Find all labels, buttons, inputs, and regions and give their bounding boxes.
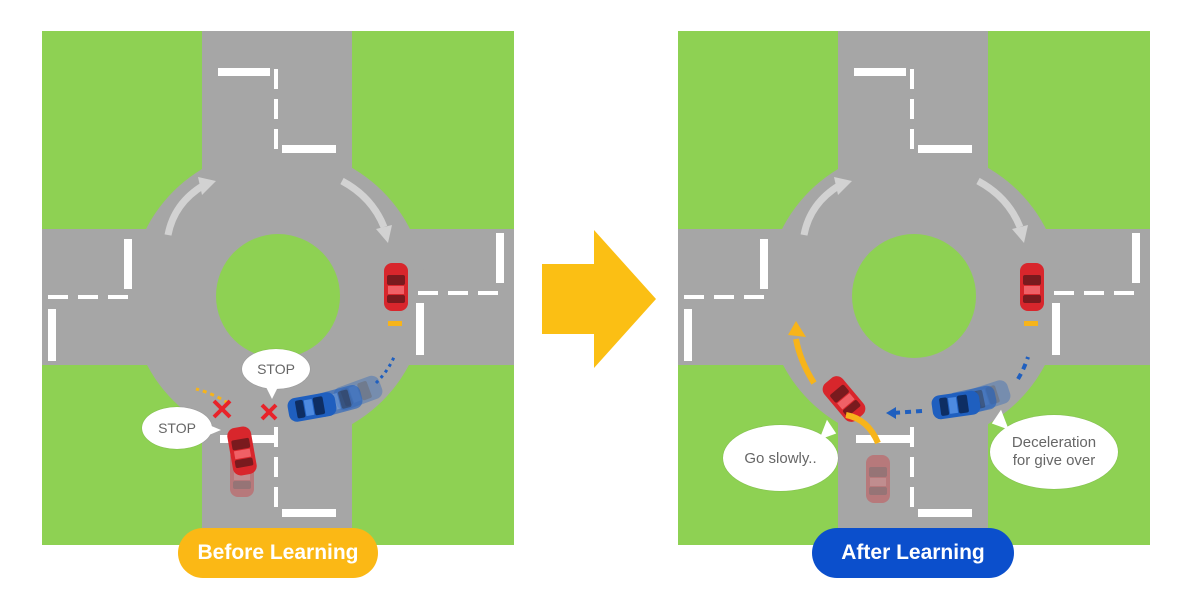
go-slowly-speech-bubble: Go slowly.. (723, 425, 838, 491)
go-slowly-label: Go slowly.. (744, 449, 817, 467)
roundabout-scene-before (42, 31, 514, 545)
right-arrow-icon (542, 230, 656, 368)
curved-arrow-icon (788, 321, 881, 445)
deceleration-speech-bubble: Deceleration for give over (990, 415, 1118, 489)
roundabout-scene-after (678, 31, 1150, 545)
stop-speech-bubble: STOP (242, 349, 310, 399)
deceleration-label-line1: Deceleration (1011, 434, 1097, 451)
red-car-icon (384, 263, 408, 311)
after-learning-caption: After Learning (812, 528, 1014, 578)
cross-mark-icon (260, 403, 278, 421)
caption-label: After Learning (841, 541, 985, 564)
stop-speech-bubble: STOP (142, 407, 221, 449)
after-learning-diagram: Go slowly.. Deceleration for give over (678, 31, 1150, 545)
deceleration-label-line2: for give over (1012, 452, 1096, 469)
cross-mark-icon (212, 399, 232, 419)
stop-label: STOP (257, 361, 295, 377)
before-learning-diagram: STOP STOP (42, 31, 514, 545)
red-car-icon (1020, 263, 1044, 311)
caption-label: Before Learning (197, 541, 359, 564)
before-learning-caption: Before Learning (178, 528, 378, 578)
stop-label: STOP (158, 420, 196, 436)
